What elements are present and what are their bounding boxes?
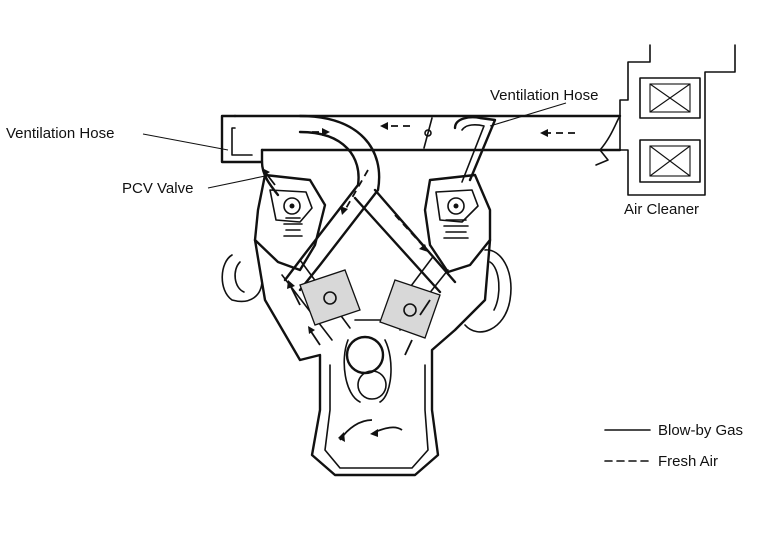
pcv-valve-icon [283, 197, 303, 237]
leader-lines [142, 102, 567, 189]
engine-block [253, 238, 492, 477]
air-cleaner-filter-icon [649, 83, 691, 177]
air-cleaner [619, 44, 736, 196]
piston-icon [299, 269, 441, 339]
left-cylinder-head [221, 173, 327, 303]
crossover-pipe [283, 114, 457, 294]
legend-fresh-air-label: Fresh Air [658, 453, 718, 470]
flow-arrow-icon [262, 122, 575, 442]
label-air-cleaner: Air Cleaner [624, 201, 699, 218]
right-cylinder-head [423, 173, 512, 333]
label-ventilation-hose-left: Ventilation Hose [6, 125, 114, 142]
intake-duct [233, 114, 622, 166]
legend-blow-by-label: Blow-by Gas [658, 422, 743, 439]
left-ventilation-hose [220, 114, 280, 197]
legend: Blow-by Gas Fresh Air [604, 422, 743, 470]
crankshaft-icon [343, 335, 392, 403]
right-ventilation-hose [453, 116, 497, 183]
label-ventilation-hose-right: Ventilation Hose [490, 87, 598, 104]
oil-pan [324, 364, 429, 469]
label-pcv-valve: PCV Valve [122, 180, 193, 197]
